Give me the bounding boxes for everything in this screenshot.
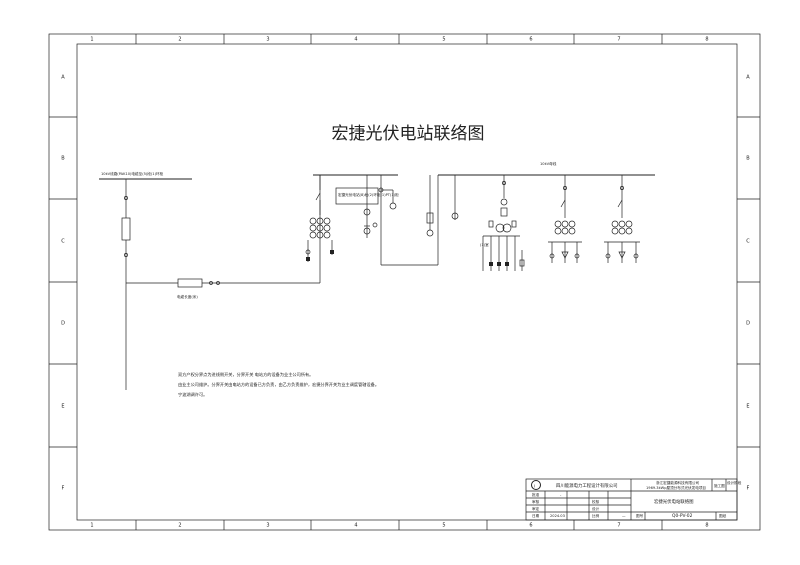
company-name: 四川能源电力工程设计有限公司 [556, 482, 617, 489]
ct-cluster-icon [554, 220, 576, 235]
stage-extra: 设计阶段 [727, 480, 742, 485]
col-label: 6 [529, 523, 532, 529]
riser: 宏捷光伏电站(8)段(2)环柜(1)PT(1)柜 [305, 174, 438, 283]
note-line: 宁波湖调许可。 [178, 391, 207, 398]
row-label: E [746, 404, 749, 410]
row-label: A [746, 75, 750, 81]
row-label: C [746, 239, 750, 245]
fuse-icon [121, 217, 131, 241]
project-name: 1969.3kWp屋顶分布式光伏发电项目 [646, 485, 706, 490]
drawing-number: Q0-PV-02 [672, 513, 693, 519]
outer-frame [48, 33, 761, 531]
company-logo-icon [531, 480, 541, 490]
svg-text:批准: 批准 [532, 492, 540, 497]
row-label: B [61, 156, 65, 162]
title-block: J 四川能源电力工程设计有限公司 浙江宏捷能源科技有限公司 1969.3kWp屋… [525, 478, 742, 521]
column-labels-top: 1 2 3 4 5 6 7 8 [90, 37, 708, 43]
row-label: D [746, 321, 750, 327]
notes: 双方产权分界点为进线侧开关，分界开关 电站方的设备为业主公司所有。 由业主公司维… [178, 371, 379, 398]
svg-text:审定: 审定 [532, 506, 540, 511]
col-label: 7 [617, 523, 620, 529]
col-label: 2 [178, 523, 181, 529]
inner-frame [76, 43, 738, 521]
row-label: E [61, 404, 64, 410]
ct-cluster-icon [309, 217, 331, 239]
left-feeder: 10kV线路(PAK10)电缆至(5)段(1)环柜 电缆长度(米) [99, 171, 320, 390]
svg-text:校核: 校核 [592, 499, 600, 504]
right-bus-label: 10kV母线 [540, 161, 557, 166]
grid-columns [135, 34, 663, 530]
left-box-label: 宏捷光伏电站(8)段(2)环柜(1)PT(1)柜 [338, 192, 399, 197]
terminal-icon [124, 196, 128, 200]
col-label: 3 [266, 37, 269, 43]
terminal-icon [216, 281, 220, 285]
col-label: 6 [529, 37, 532, 43]
svg-text:设计: 设计 [592, 506, 600, 511]
col-label: 5 [442, 523, 445, 529]
row-label: F [62, 486, 65, 492]
svg-text:—: — [622, 514, 626, 518]
col-label: 4 [354, 37, 357, 43]
col-label: 7 [617, 37, 620, 43]
note-line: 由业主公司维护。分界开关由电站方的设备已方负责，由乙方负责维护，宏捷分界开关为业… [178, 381, 379, 388]
drawing-name: 宏捷光伏电站联络图 [654, 498, 694, 505]
col-label: 3 [266, 523, 269, 529]
note-line: 双方产权分界点为进线侧开关，分界开关 电站方的设备为业主公司所有。 [178, 371, 313, 378]
client-name: 浙江宏捷能源科技有限公司 [656, 480, 700, 485]
col-label: 8 [705, 37, 708, 43]
col-label: 4 [354, 523, 357, 529]
svg-text:2024.03: 2024.03 [550, 514, 565, 518]
meter-icon [363, 208, 371, 216]
left-bus-label: 10kV线路(PAK10)电缆至(5)段(1)环柜 [101, 171, 164, 176]
svg-text:J: J [533, 484, 535, 488]
col-label: 8 [705, 523, 708, 529]
right-section: 10kV母线 (1)室 [426, 161, 655, 271]
row-label: C [61, 239, 65, 245]
row-label: F [747, 486, 750, 492]
col-label: 1 [90, 37, 93, 43]
grid-rows [49, 116, 760, 448]
svg-text:审核: 审核 [532, 499, 540, 504]
row-label: A [61, 75, 65, 81]
svg-text:日期: 日期 [532, 513, 540, 518]
col-label: 1 [90, 523, 93, 529]
row-labels-left: A B C D E F [61, 75, 65, 492]
cable-box-icon [177, 278, 203, 288]
cable-label: 电缆长度(米) [177, 294, 198, 299]
col-label: 5 [442, 37, 445, 43]
column-labels-bottom: 1 2 3 4 5 6 7 8 [90, 523, 708, 529]
svg-text:-: - [560, 493, 562, 497]
svg-text:图号: 图号 [636, 513, 644, 518]
row-label: B [746, 156, 750, 162]
row-label: D [61, 321, 65, 327]
drawing-title: 宏捷光伏电站联络图 [332, 124, 485, 144]
terminal-icon [124, 253, 128, 257]
switch-icon [315, 192, 321, 201]
ct-cluster-icon [611, 220, 633, 235]
stage: 施工图 [714, 483, 725, 488]
svg-text:图纸: 图纸 [719, 513, 727, 518]
rel-label: (1)室 [480, 242, 489, 247]
terminal-icon [209, 281, 213, 285]
svg-text:比例: 比例 [592, 513, 600, 518]
row-labels-right: A B C D E F [746, 75, 750, 492]
col-label: 2 [178, 37, 181, 43]
